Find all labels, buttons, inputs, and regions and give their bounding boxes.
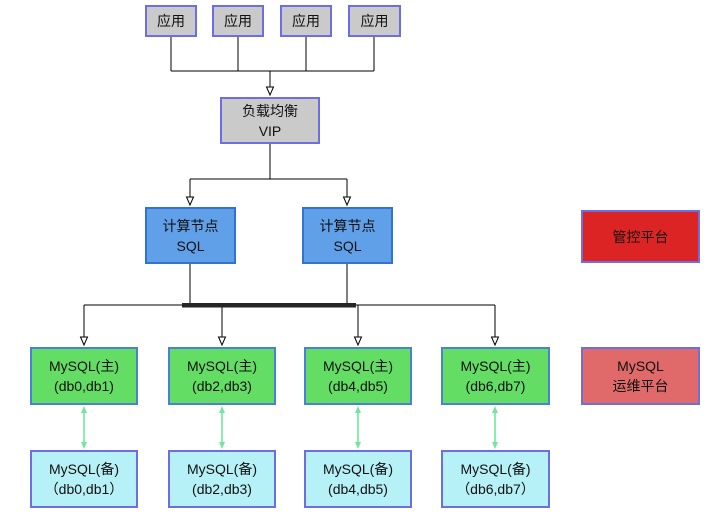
- mysql-standby-node-1: MySQL(备) （db0,db1）: [30, 450, 138, 508]
- node-label-line2: (db4,db5): [328, 481, 388, 497]
- arrowhead-down-icon: [79, 336, 89, 347]
- arrowhead-down-icon: [219, 442, 225, 449]
- compute-node-2: 计算节点 SQL: [302, 207, 393, 264]
- node-label-line2: SQL: [176, 237, 205, 254]
- arrowhead-down-icon: [265, 86, 275, 97]
- mysql-primary-node-2: MySQL(主) (db2,db3): [168, 347, 276, 405]
- node-label-line2: （db6,db7）: [456, 481, 535, 497]
- arrowhead-up-icon: [355, 406, 361, 413]
- mysql-standby-node-4: MySQL(备) （db6,db7）: [441, 450, 550, 508]
- node-label: 应用: [224, 13, 252, 29]
- node-label: 应用: [157, 13, 185, 29]
- mysql-standby-node-3: MySQL(备) (db4,db5): [304, 450, 412, 508]
- mysql-standby-node-2: MySQL(备) (db2,db3): [168, 450, 276, 508]
- node-label-line2: (db4,db5): [328, 378, 388, 394]
- node-label-line2: SQL: [333, 237, 362, 254]
- compute-to-primary-connector: [79, 264, 500, 347]
- arrowhead-up-icon: [81, 406, 87, 413]
- node-label-line2: (db2,db3): [192, 481, 252, 497]
- mysql-primary-node-3: MySQL(主) (db4,db5): [304, 347, 412, 405]
- node-label-line1: MySQL(备): [187, 461, 257, 477]
- arrowhead-down-icon: [185, 196, 195, 207]
- app-node-2: 应用: [212, 5, 264, 37]
- node-label-line1: MySQL(主): [187, 358, 257, 374]
- mysql-primary-node-1: MySQL(主) (db0,db1): [30, 347, 138, 405]
- bus-bar: [182, 303, 356, 308]
- node-label-line2: 运维平台: [612, 378, 669, 394]
- compute-node-1: 计算节点 SQL: [145, 207, 236, 264]
- node-label-line1: MySQL(主): [49, 358, 119, 374]
- node-label-line1: 负载均衡: [242, 102, 298, 119]
- node-label-line1: MySQL(主): [323, 358, 393, 374]
- apps-to-lb-connector: [170, 37, 375, 97]
- arrowhead-up-icon: [219, 406, 225, 413]
- node-label-line2: (db6,db7): [465, 378, 526, 394]
- control-platform-node: 管控平台: [581, 210, 700, 263]
- arrowhead-down-icon: [217, 336, 227, 347]
- replication-sync-arrows: [81, 406, 498, 449]
- node-label-line1: MySQL: [617, 358, 664, 374]
- mysql-primary-node-4: MySQL(主) (db6,db7): [441, 347, 550, 405]
- node-label: 应用: [360, 13, 389, 29]
- node-label-line1: 计算节点: [162, 217, 219, 234]
- node-label-line1: 计算节点: [319, 217, 376, 234]
- load-balancer-node: 负载均衡 VIP: [220, 97, 320, 144]
- lb-to-compute-connector: [185, 144, 352, 207]
- arrowhead-down-icon: [490, 336, 500, 347]
- node-label-line2: (db2,db3): [192, 378, 252, 394]
- arrowhead-down-icon: [492, 442, 498, 449]
- arrowhead-up-icon: [492, 406, 498, 413]
- arrowhead-down-icon: [81, 442, 87, 449]
- app-node-1: 应用: [145, 5, 197, 37]
- node-label-line1: MySQL(主): [460, 358, 531, 374]
- app-node-4: 应用: [348, 5, 401, 37]
- ops-platform-node: MySQL 运维平台: [581, 347, 700, 405]
- node-label-line2: (db0,db1): [54, 378, 114, 394]
- node-label-line1: MySQL(备): [49, 461, 119, 477]
- node-label-line2: VIP: [258, 122, 282, 139]
- arrowhead-down-icon: [342, 196, 352, 207]
- arrowhead-down-icon: [355, 442, 361, 449]
- node-label: 管控平台: [612, 228, 669, 245]
- arrowhead-down-icon: [353, 336, 363, 347]
- node-label-line1: MySQL(备): [460, 461, 531, 477]
- node-label-line2: （db0,db1）: [44, 481, 124, 497]
- app-node-3: 应用: [280, 5, 332, 37]
- node-label: 应用: [292, 13, 320, 29]
- node-label-line1: MySQL(备): [323, 461, 393, 477]
